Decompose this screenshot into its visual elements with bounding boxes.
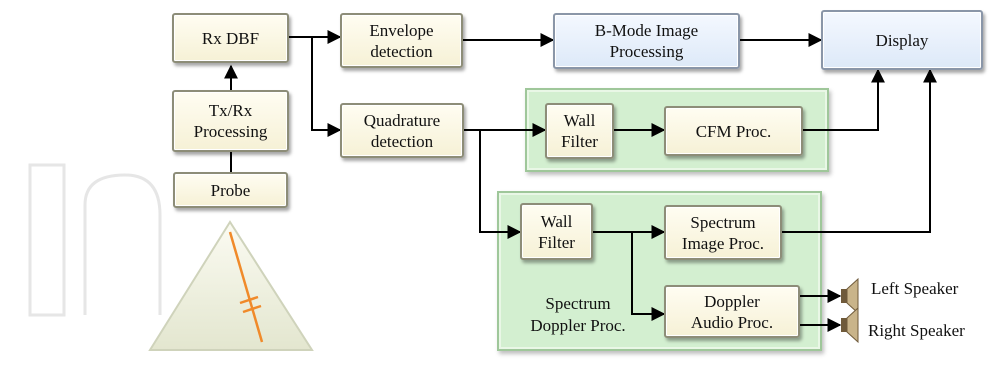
envelope-detection-block: Envelope detection bbox=[340, 13, 463, 68]
rx-dbf-block: Rx DBF bbox=[172, 13, 289, 63]
cfm-proc-block: CFM Proc. bbox=[664, 106, 803, 156]
probe-label: Probe bbox=[210, 180, 251, 200]
wall-filter-spectrum-block: Wall Filter bbox=[520, 203, 593, 260]
wall-filter-cfm-label: Wall Filter bbox=[561, 111, 598, 151]
cfm-proc-label: CFM Proc. bbox=[695, 121, 772, 141]
doppler-audio-proc-block: Doppler Audio Proc. bbox=[664, 285, 800, 338]
display-label: Display bbox=[875, 30, 929, 50]
wall-filter-cfm-block: Wall Filter bbox=[545, 103, 614, 159]
bmode-label: B-Mode Image Processing bbox=[594, 21, 699, 61]
spectrum-image-proc-block: Spectrum Image Proc. bbox=[664, 205, 782, 260]
tx-rx-label: Tx/Rx Processing bbox=[193, 101, 268, 141]
right-speaker-icon bbox=[841, 306, 859, 344]
doppler-audio-label: Doppler Audio Proc. bbox=[690, 291, 774, 332]
spectrum-image-label: Spectrum Image Proc. bbox=[681, 212, 765, 253]
quadrature-detection-block: Quadrature detection bbox=[340, 103, 464, 158]
wall-filter-spectrum-label: Wall Filter bbox=[538, 211, 575, 252]
display-block: Display bbox=[821, 10, 983, 70]
tx-rx-processing-block: Tx/Rx Processing bbox=[172, 90, 289, 152]
left-speaker-label: Left Speaker bbox=[871, 279, 959, 298]
probe-beam-line bbox=[228, 231, 264, 343]
probe-field-shape bbox=[148, 220, 314, 351]
rx-dbf-label: Rx DBF bbox=[201, 28, 260, 48]
quadrature-label: Quadrature detection bbox=[363, 110, 441, 151]
probe-block: Probe bbox=[173, 172, 288, 208]
envelope-label: Envelope detection bbox=[369, 20, 434, 61]
spectrum-doppler-label: Spectrum Doppler Proc. bbox=[530, 294, 626, 335]
bmode-processing-block: B-Mode Image Processing bbox=[553, 13, 740, 69]
right-speaker-label: Right Speaker bbox=[868, 321, 965, 340]
